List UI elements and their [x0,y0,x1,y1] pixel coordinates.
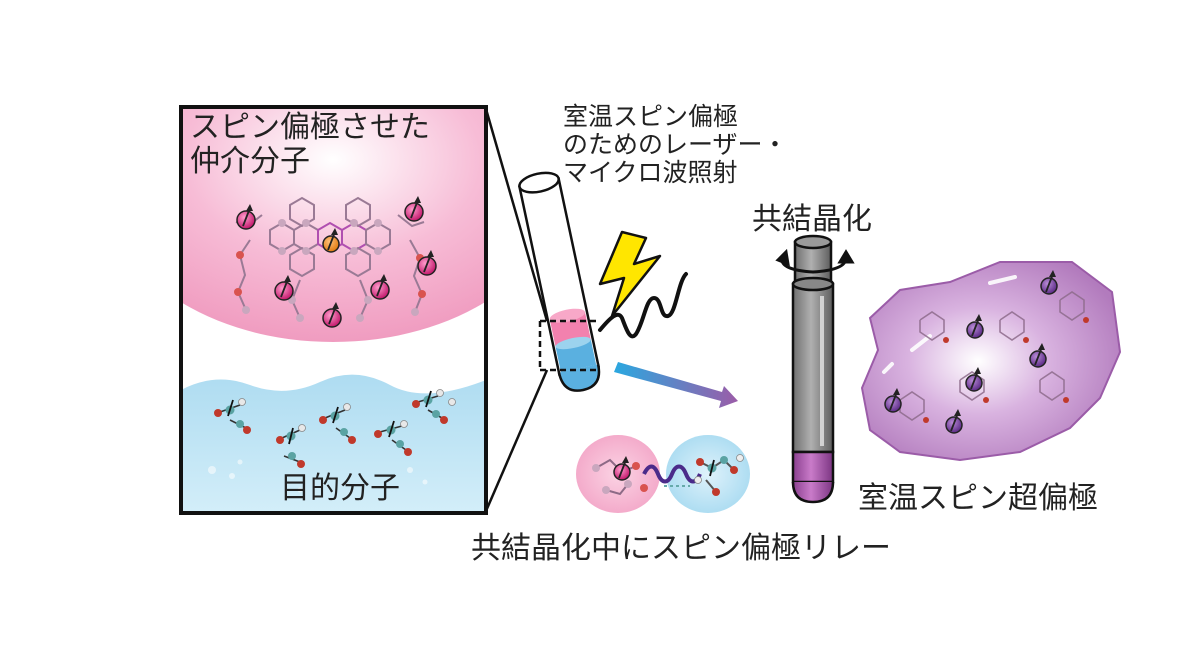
cocrystal-label: 共結晶化 [752,202,872,237]
zoom-panel [179,105,488,515]
relay-illustration [576,435,750,513]
sample-tube [518,171,601,392]
laser-label: 室温スピン偏極 のためのレーザー・ マイクロ波照射 [563,103,788,187]
transfer-arrow [614,362,738,408]
spin-up-icon [613,456,631,481]
spin-up-icon [1040,270,1058,295]
zoom-highlight-box [538,319,598,372]
zoom-connector-lines [484,108,549,512]
relay-label: 共結晶化中にスピン偏極リレー [471,531,891,566]
result-label: 室温スピン超偏極 [858,481,1098,516]
microwave-wave-icon [598,272,688,339]
spin-up-icon [370,274,390,300]
target-region [181,374,486,513]
target-label: 目的分子 [280,471,400,506]
crystal-tube [775,234,855,504]
spin-up-icon [945,409,963,434]
spin-up-icon [322,302,342,328]
spin-up-icon [884,388,902,413]
laser-label-line-1: 室温スピン偏極 [563,102,739,131]
laser-lightning-icon [598,230,662,318]
spin-up-icon [965,367,983,392]
hyperpolarized-crystal [860,261,1122,462]
target-molecules [214,389,456,468]
bubbles [208,459,428,493]
mediator-label-line-1: スピン偏極させた [190,110,430,145]
mediator-region [181,107,486,342]
spin-up-icon [966,314,984,339]
spin-relay-wave-icon [642,464,702,484]
mediator-label: スピン偏極させた 仲介分子 [190,111,430,178]
spin-up-icon [404,196,424,222]
mediator-atoms [234,219,426,322]
spin-up-icon [1029,343,1047,368]
spin-up-icon [236,204,256,230]
crystal-sample [791,450,835,484]
crystal-spins [884,270,1058,434]
rotation-arrow-icon [775,248,855,274]
mediator-spins [236,196,437,328]
laser-label-line-2: のためのレーザー・ [563,130,788,159]
spin-up-icon [417,250,437,276]
mediator-label-line-2: 仲介分子 [190,143,310,179]
central-spin-icon [322,228,340,253]
laser-label-line-3: マイクロ波照射 [563,158,738,187]
spin-up-icon [274,275,294,301]
